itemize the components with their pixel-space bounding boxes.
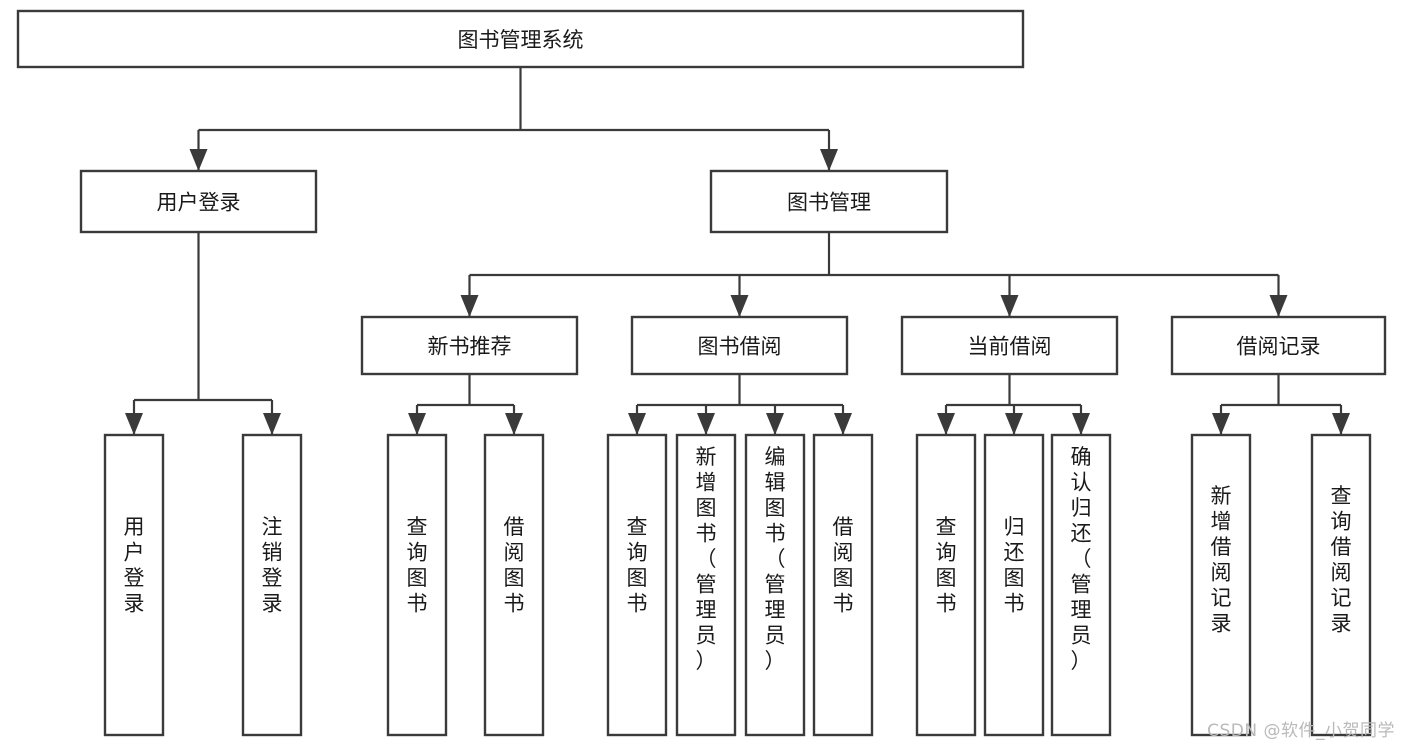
node-box[interactable]	[812, 433, 874, 737]
node-box[interactable]	[1310, 433, 1372, 737]
node-box[interactable]	[675, 433, 737, 737]
node-box[interactable]	[386, 433, 448, 737]
node-label: 新书推荐	[428, 335, 512, 359]
arrow-head-icon	[730, 295, 749, 317]
node-box[interactable]	[1190, 433, 1252, 737]
arrow-head-icon	[505, 413, 523, 435]
node-new-book-recommend[interactable]: 新书推荐	[360, 315, 579, 376]
node-leaf-query-book-current[interactable]: 查询图书	[915, 433, 977, 737]
arrow-head-icon	[766, 413, 784, 435]
node-label: 编辑图书（管理员）	[765, 445, 786, 673]
node-leaf-user-login[interactable]: 用户登录	[103, 433, 165, 737]
connector-group-book-management	[460, 232, 1288, 317]
node-box[interactable]	[360, 315, 579, 376]
node-label: 查询图书	[407, 515, 428, 616]
node-user-login[interactable]: 用户登录	[79, 169, 318, 234]
node-leaf-query-borrow-record[interactable]: 查询借阅记录	[1310, 433, 1372, 737]
node-leaf-borrow-book[interactable]: 借阅图书	[812, 433, 874, 737]
node-label: 确认归还（管理员）	[1071, 445, 1092, 673]
node-box[interactable]	[744, 433, 806, 737]
arrow-head-icon	[1000, 295, 1019, 317]
arrow-head-icon	[460, 295, 479, 317]
node-box[interactable]	[1050, 433, 1112, 737]
node-label: 注销登录	[262, 515, 283, 616]
arrow-head-icon	[937, 413, 955, 435]
node-box[interactable]	[241, 433, 303, 737]
node-box[interactable]	[483, 433, 545, 737]
node-leaf-query-book-borrow[interactable]: 查询图书	[606, 433, 668, 737]
node-leaf-return-book[interactable]: 归还图书	[983, 433, 1045, 737]
connector-group-new-book-recommend	[408, 374, 523, 435]
node-leaf-query-book-recommend[interactable]: 查询图书	[386, 433, 448, 737]
arrow-head-icon	[834, 413, 852, 435]
node-book-management[interactable]: 图书管理	[709, 169, 949, 234]
node-label: 图书管理	[787, 191, 871, 215]
node-label: 借阅图书	[504, 515, 525, 616]
arrow-head-icon	[820, 149, 838, 171]
connector-group-current-borrow	[937, 374, 1090, 435]
node-box[interactable]	[983, 433, 1045, 737]
node-layer: 图书管理系统用户登录图书管理新书推荐图书借阅当前借阅借阅记录用户登录注销登录查询…	[16, 9, 1387, 737]
node-label: 图书管理系统	[458, 28, 584, 52]
connector-group-root	[189, 67, 838, 171]
arrow-head-icon	[697, 413, 715, 435]
node-leaf-add-borrow-record[interactable]: 新增借阅记录	[1190, 433, 1252, 737]
node-box[interactable]	[79, 169, 318, 234]
node-box[interactable]	[709, 169, 949, 234]
node-label: 借阅记录	[1237, 335, 1321, 359]
node-borrow-record[interactable]: 借阅记录	[1170, 315, 1387, 376]
node-label: 用户登录	[157, 191, 241, 215]
node-box[interactable]	[630, 315, 849, 376]
connector-group-book-borrow	[628, 374, 852, 435]
watermark-label: CSDN @软件_小贺同学	[1207, 721, 1395, 741]
node-label: 新增借阅记录	[1211, 484, 1232, 636]
arrow-head-icon	[189, 149, 208, 171]
node-box[interactable]	[915, 433, 977, 737]
node-label: 查询图书	[936, 515, 957, 616]
node-box[interactable]	[606, 433, 668, 737]
node-label: 新增图书（管理员）	[696, 445, 717, 673]
node-book-borrow[interactable]: 图书借阅	[630, 315, 849, 376]
node-leaf-add-book[interactable]: 新增图书（管理员）	[675, 433, 737, 737]
arrow-head-icon	[408, 413, 426, 435]
node-label: 用户登录	[124, 515, 145, 616]
node-box[interactable]	[16, 9, 1025, 69]
node-leaf-confirm-return[interactable]: 确认归还（管理员）	[1050, 433, 1112, 737]
node-leaf-user-logout[interactable]: 注销登录	[241, 433, 303, 737]
node-box[interactable]	[103, 433, 165, 737]
node-label: 归还图书	[1004, 515, 1025, 616]
connector-group-borrow-record	[1212, 374, 1350, 435]
node-current-borrow[interactable]: 当前借阅	[900, 315, 1119, 376]
arrow-head-icon	[1212, 413, 1230, 435]
node-box[interactable]	[1170, 315, 1387, 376]
node-label: 图书借阅	[698, 335, 782, 359]
arrow-head-icon	[1269, 295, 1288, 317]
node-leaf-edit-book[interactable]: 编辑图书（管理员）	[744, 433, 806, 737]
connector-group-user-login	[125, 232, 281, 435]
node-leaf-borrow-book-recommend[interactable]: 借阅图书	[483, 433, 545, 737]
node-label: 当前借阅	[968, 335, 1052, 359]
node-label: 借阅图书	[833, 515, 854, 616]
arrow-head-icon	[1072, 413, 1090, 435]
arrow-head-icon	[125, 413, 143, 435]
node-root[interactable]: 图书管理系统	[16, 9, 1025, 69]
node-label: 查询图书	[627, 515, 648, 616]
arrow-head-icon	[1005, 413, 1023, 435]
arrow-head-icon	[263, 413, 281, 435]
arrow-head-icon	[1332, 413, 1350, 435]
node-box[interactable]	[900, 315, 1119, 376]
arrow-head-icon	[628, 413, 646, 435]
connector-layer	[125, 67, 1350, 435]
node-label: 查询借阅记录	[1331, 484, 1352, 636]
